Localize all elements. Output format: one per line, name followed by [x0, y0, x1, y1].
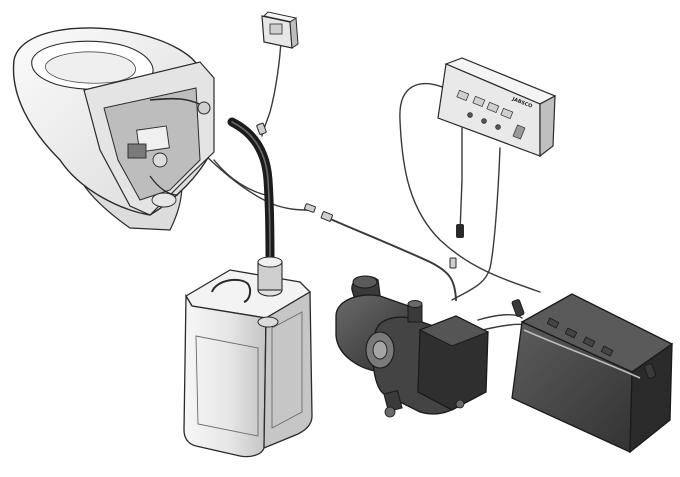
- sensor-probe: [456, 224, 464, 238]
- toilet-bowl: [12, 27, 215, 231]
- panel-probe-cable: [459, 127, 463, 233]
- panel-pump-cable: [451, 147, 501, 301]
- toilet-motor: [127, 125, 179, 208]
- rinse-line: [327, 217, 457, 301]
- switch-icon: [269, 23, 283, 35]
- panel-face-details: [456, 89, 526, 140]
- macerator-pump: [335, 275, 490, 418]
- battery-cable-a: [477, 313, 523, 321]
- line-connectors: [256, 122, 457, 269]
- battery-caps: [546, 317, 614, 357]
- toilet-wire-a: [199, 149, 311, 211]
- switch-cable: [261, 39, 282, 137]
- wiring: [199, 39, 541, 331]
- control-panel: JABSCO: [437, 57, 557, 158]
- panel-cable-loop: [399, 82, 541, 293]
- battery: [511, 293, 674, 454]
- water-canister: [183, 256, 313, 458]
- wall-switch: [261, 11, 299, 49]
